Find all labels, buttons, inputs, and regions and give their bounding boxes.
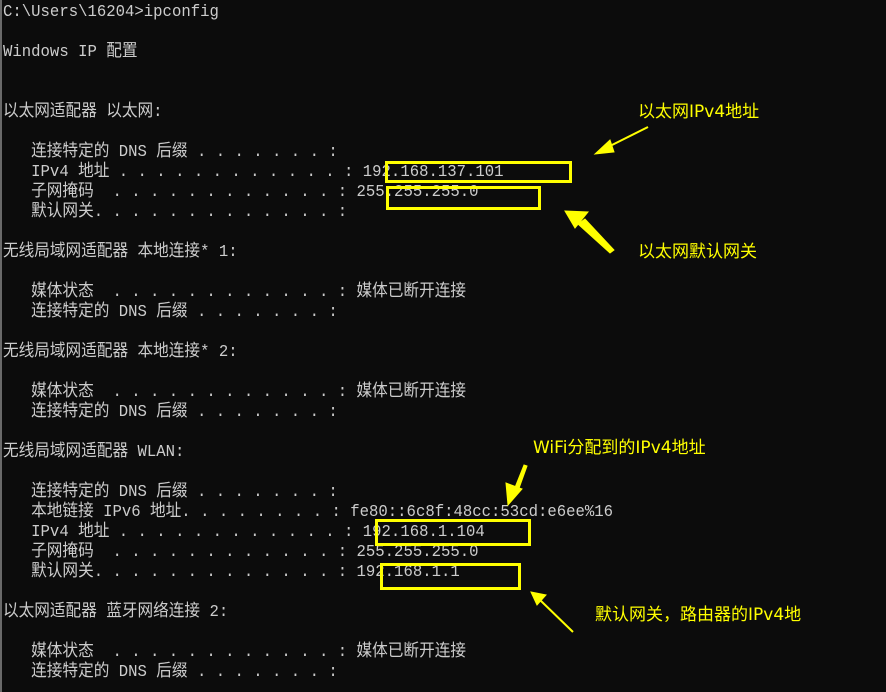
ethernet-default-gateway: 默认网关. . . . . . . . . . . . . :	[3, 203, 348, 222]
local2-media-state: 媒体状态 . . . . . . . . . . . . : 媒体已断开连接	[3, 383, 467, 402]
adapter-header-local-2: 无线局域网适配器 本地连接* 2:	[3, 343, 238, 362]
ethernet-dns-suffix: 连接特定的 DNS 后缀 . . . . . . . :	[3, 143, 338, 162]
wlan-default-gateway: 默认网关. . . . . . . . . . . . . : 192.168.…	[3, 563, 460, 582]
highlight-wlan-gateway	[380, 563, 521, 590]
adapter-header-ethernet: 以太网适配器 以太网:	[3, 103, 163, 122]
adapter-header-bluetooth: 以太网适配器 蓝牙网络连接 2:	[3, 603, 229, 622]
wlan-dns-suffix: 连接特定的 DNS 后缀 . . . . . . . :	[3, 483, 338, 502]
wlan-ipv6: 本地链接 IPv6 地址. . . . . . . . : fe80::6c8f…	[3, 503, 614, 522]
highlight-ethernet-subnet	[386, 186, 541, 210]
wlan-subnet-mask: 子网掩码 . . . . . . . . . . . . : 255.255.2…	[3, 543, 479, 562]
wlan-ipv4: IPv4 地址 . . . . . . . . . . . . : 192.16…	[3, 523, 485, 542]
output-title: Windows IP 配置	[3, 43, 138, 62]
local1-dns-suffix: 连接特定的 DNS 后缀 . . . . . . . :	[3, 303, 338, 322]
bluetooth-dns-suffix: 连接特定的 DNS 后缀 . . . . . . . :	[3, 663, 338, 682]
highlight-wlan-ipv4	[375, 519, 531, 546]
prompt-line: C:\Users\16204>ipconfig	[3, 3, 219, 22]
ethernet-ipv4: IPv4 地址 . . . . . . . . . . . . : 192.16…	[3, 163, 504, 182]
note-router-gateway: 默认网关，路由器的IPv4地	[595, 605, 802, 625]
adapter-header-wlan: 无线局域网适配器 WLAN:	[3, 443, 185, 462]
highlight-ethernet-ipv4	[385, 161, 572, 183]
local1-media-state: 媒体状态 . . . . . . . . . . . . : 媒体已断开连接	[3, 283, 467, 302]
note-wifi-ipv4: WiFi分配到的IPv4地址	[533, 438, 706, 458]
note-ethernet-gateway: 以太网默认网关	[638, 242, 757, 262]
bluetooth-media-state: 媒体状态 . . . . . . . . . . . . : 媒体已断开连接	[3, 643, 467, 662]
note-ethernet-ipv4: 以太网IPv4地址	[638, 102, 760, 122]
adapter-header-local-1: 无线局域网适配器 本地连接* 1:	[3, 243, 238, 262]
local2-dns-suffix: 连接特定的 DNS 后缀 . . . . . . . :	[3, 403, 338, 422]
